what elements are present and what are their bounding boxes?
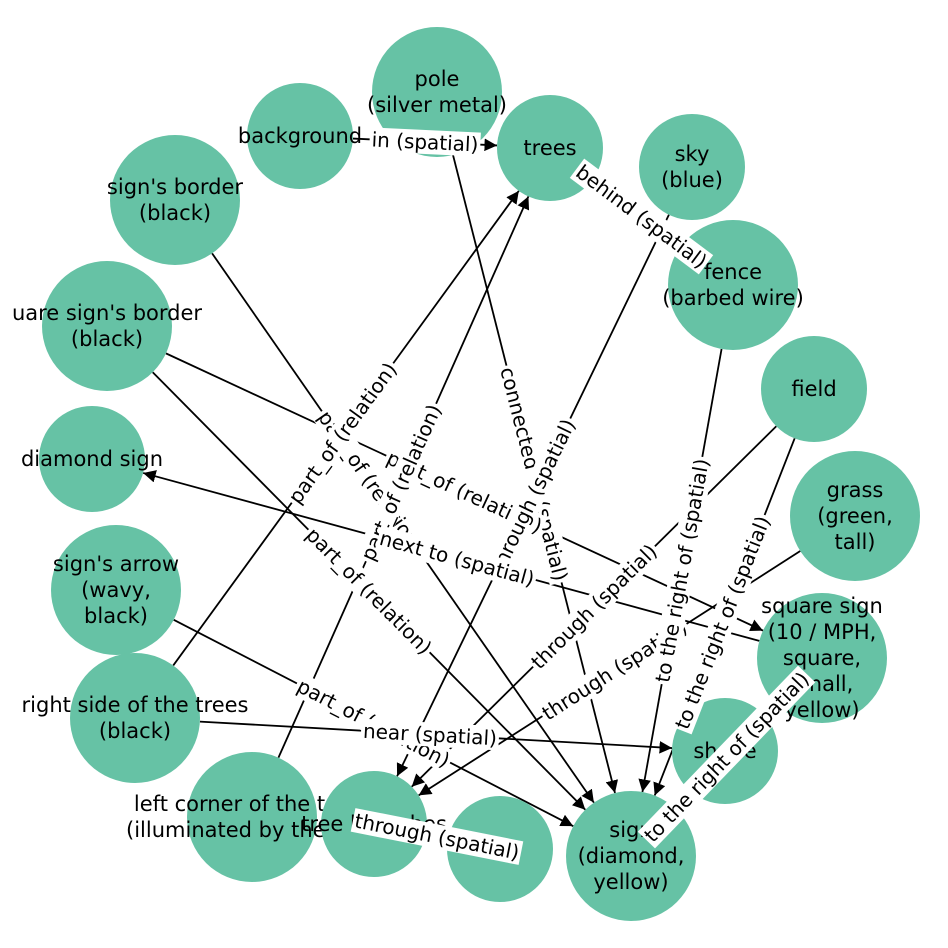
node-signs-arrow: sign's arrow(wavy,black) xyxy=(51,525,181,655)
node-label-line: grass xyxy=(827,478,884,502)
edge-label: in (spatial) xyxy=(371,127,479,156)
node-field: field xyxy=(761,336,867,442)
node-circle xyxy=(110,135,240,265)
edge-label-background xyxy=(381,444,548,540)
node-label-line: (silver metal) xyxy=(367,93,507,117)
node-label-line: sky xyxy=(675,142,710,166)
edge-label-background xyxy=(369,127,481,157)
node-label-line: sign's arrow xyxy=(53,552,179,576)
node-circle xyxy=(42,261,172,391)
node-label-line: fence xyxy=(704,260,762,284)
edge-label-group: in (spatial) xyxy=(369,127,481,157)
node-label-line: trees xyxy=(523,136,576,160)
node-label-line: yellow) xyxy=(784,698,859,722)
node-label-line: background xyxy=(238,124,362,148)
edge-label-background xyxy=(375,525,539,592)
edge-label-background xyxy=(299,521,439,661)
node-label-line: (diamond, xyxy=(578,844,685,868)
edge-label-group: to the right of (spatial) xyxy=(637,665,816,849)
node-diamond-sign: diamond sign xyxy=(21,406,163,512)
node-label-line: (blue) xyxy=(661,168,723,192)
node-label-line: (green, xyxy=(817,504,893,528)
node-label-line: (wavy, xyxy=(81,578,151,602)
edge-label-background xyxy=(484,413,582,578)
node-grass: grass(green,tall) xyxy=(790,451,920,581)
edge-label-background xyxy=(354,398,448,567)
node-circle xyxy=(372,27,502,157)
node-sky: sky(blue) xyxy=(639,114,745,220)
node-label-line: black) xyxy=(84,604,148,628)
node-circle xyxy=(70,653,200,783)
node-circle xyxy=(247,83,353,189)
node-label-line: (black) xyxy=(139,201,211,225)
node-label-line: (barbed wire) xyxy=(662,286,804,310)
edge-label: near (spatial) xyxy=(362,719,497,750)
node-signs-border: sign's border(black) xyxy=(107,135,243,265)
node-label-line: sign's border xyxy=(107,175,243,199)
edge-label-background xyxy=(360,718,500,751)
edge-label-background xyxy=(637,665,816,849)
node-circle xyxy=(639,114,745,220)
node-circle xyxy=(790,451,920,581)
edge-label: to the right of (spatial) xyxy=(639,667,814,847)
node-circle xyxy=(51,525,181,655)
edge-label-background xyxy=(649,454,715,687)
node-label-line: tall) xyxy=(835,530,876,554)
edge-label-background xyxy=(669,510,776,735)
node-label-line: diamond sign xyxy=(21,447,163,471)
edge-label-group: near (spatial) xyxy=(360,718,500,751)
node-label-line: field xyxy=(791,377,836,401)
node-label-line: pole xyxy=(415,67,460,91)
node-label-line: yellow) xyxy=(593,870,668,894)
node-right-side: right side of the trees(black) xyxy=(22,653,249,783)
node-square-signs-border: uare sign's border(black) xyxy=(12,261,202,391)
node-label-line: (black) xyxy=(71,327,143,351)
node-pole: pole(silver metal) xyxy=(367,27,507,157)
node-circle xyxy=(761,336,867,442)
node-label-line: square sign xyxy=(761,594,883,618)
node-circle xyxy=(187,752,317,882)
edge-label-background xyxy=(524,537,664,676)
node-label-line: (10 / MPH, xyxy=(768,620,877,644)
edge-label-background xyxy=(350,808,524,865)
node-label-line: square, xyxy=(783,646,861,670)
edge-label-background xyxy=(282,356,403,510)
node-label-line: uare sign's border xyxy=(12,301,202,325)
node-circle xyxy=(39,406,145,512)
node-label-line: right side of the trees xyxy=(22,693,249,717)
edge-label-background xyxy=(569,158,714,275)
edge-label-background xyxy=(535,613,694,727)
node-label-line: (black) xyxy=(99,719,171,743)
node-background: background xyxy=(238,83,362,189)
